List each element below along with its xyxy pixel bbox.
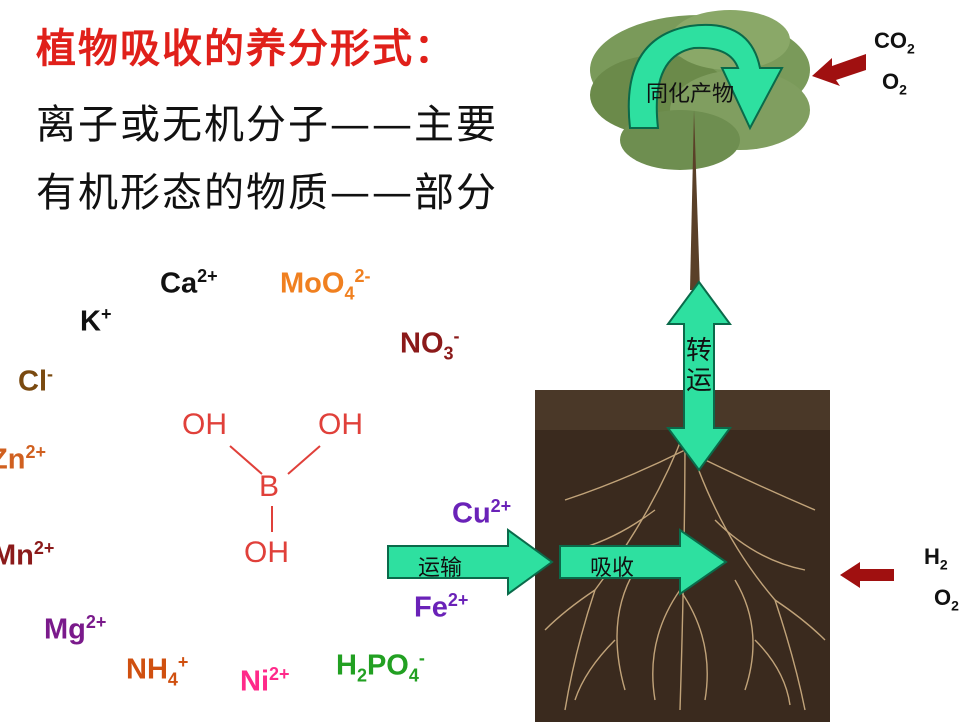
boric-oh-bottom: OH [244, 536, 289, 569]
organic-form-line: 有机形态的物质——部分 [36, 170, 498, 216]
ion-zn: Zn2+ [0, 442, 46, 476]
boric-bonds [229, 445, 321, 532]
ion-cu: Cu2+ [452, 496, 512, 530]
co2-inflow-arrow [812, 54, 866, 86]
root-system [544, 429, 826, 711]
ion-mg: Mg2+ [44, 612, 107, 646]
boric-oh-right: OH [318, 408, 363, 441]
ion-ca: Ca2+ [160, 266, 218, 300]
translocate-label: 转运 [686, 336, 713, 396]
boric-b: B [259, 470, 280, 503]
ion-k: K+ [80, 304, 112, 338]
absorb-label: 吸收 [590, 556, 635, 581]
tree-trunk [690, 110, 700, 290]
o2-top-label: O2 [881, 69, 907, 98]
horizontal-arrows [387, 528, 728, 596]
absorb-arrow [559, 528, 728, 596]
ion-cl: Cl- [18, 364, 53, 398]
h2o-inflow-arrow [840, 562, 894, 588]
translocate-arrow [666, 280, 732, 472]
h2o-label: H2 [924, 544, 948, 573]
ion-moo4: MoO42- [280, 266, 371, 304]
ion-nh4: NH4+ [126, 652, 189, 690]
co2-label: CO2 [874, 28, 915, 57]
bottom-gases: H2 O2 [924, 540, 960, 623]
ion-form-line: 离子或无机分子——主要 [36, 102, 498, 148]
top-gases: CO2 O2 [874, 24, 915, 107]
ion-mn: Mn2+ [0, 538, 55, 572]
transport-arrow [387, 528, 554, 596]
ion-fe: Fe2+ [414, 590, 469, 624]
ion-h2po4: H2PO4- [336, 648, 425, 686]
ion-no3: NO3- [400, 326, 460, 364]
page-title: 植物吸收的养分形式： [36, 25, 456, 72]
assimilate-label: 同化产物 [646, 82, 735, 107]
o2-bottom-label: O2 [934, 585, 959, 614]
assimilate-arrow [627, 24, 784, 131]
boric-oh-left: OH [182, 408, 227, 441]
ion-ni: Ni2+ [240, 664, 290, 698]
transport-label: 运输 [418, 556, 463, 581]
